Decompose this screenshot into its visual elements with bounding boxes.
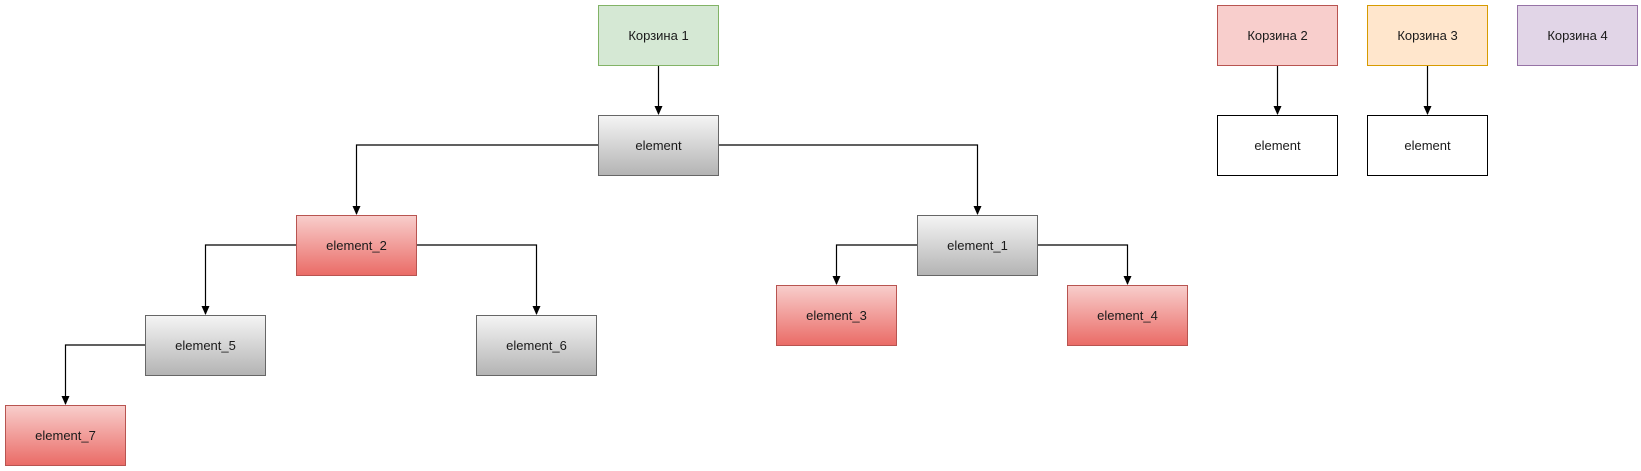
node-box	[917, 215, 1038, 276]
node-korzina3: Корзина 3	[1367, 5, 1488, 66]
node-box	[1367, 5, 1488, 66]
node-box	[5, 405, 126, 466]
edge-element-2-to-element-6	[416, 244, 541, 315]
node-element-3: element_3	[776, 285, 897, 346]
node-box	[145, 315, 266, 376]
edge-element-root-to-element-2	[352, 144, 599, 215]
node-box	[776, 285, 897, 346]
node-element-k3: element	[1367, 115, 1488, 176]
node-label: element	[1254, 138, 1301, 153]
node-box	[1217, 5, 1338, 66]
node-element-6: element_6	[476, 315, 597, 376]
node-box	[1067, 285, 1188, 346]
node-element-2: element_2	[296, 215, 417, 276]
node-box	[476, 315, 597, 376]
edge-element-1-to-element-3	[832, 244, 918, 285]
node-element-4: element_4	[1067, 285, 1188, 346]
node-element-1: element_1	[917, 215, 1038, 276]
node-label: element_1	[947, 238, 1008, 253]
node-label: Корзина 3	[1397, 28, 1457, 43]
node-label: element_3	[806, 308, 867, 323]
node-box	[1217, 115, 1338, 176]
node-element-5: element_5	[145, 315, 266, 376]
node-element-root: element	[598, 115, 719, 176]
node-box	[598, 5, 719, 66]
node-element-7: element_7	[5, 405, 126, 466]
node-label: element_4	[1097, 308, 1158, 323]
node-label: Корзина 2	[1247, 28, 1307, 43]
node-box	[598, 115, 719, 176]
node-korzina1: Корзина 1	[598, 5, 719, 66]
edge-element-5-to-element-7	[61, 344, 146, 405]
node-label: Корзина 4	[1547, 28, 1607, 43]
node-label: element	[635, 138, 682, 153]
node-box	[1517, 5, 1638, 66]
node-korzina2: Корзина 2	[1217, 5, 1338, 66]
node-box	[1367, 115, 1488, 176]
node-label: element_2	[326, 238, 387, 253]
edge-element-1-to-element-4	[1037, 244, 1132, 285]
edge-element-2-to-element-5	[201, 244, 297, 315]
node-label: element_7	[35, 428, 96, 443]
edges-layer	[61, 65, 1432, 405]
node-label: Корзина 1	[628, 28, 688, 43]
node-box	[296, 215, 417, 276]
nodes-layer: Корзина 1 Корзина 2 Корзина 3 Корзина 4 elem…	[5, 5, 1638, 466]
node-label: element	[1404, 138, 1451, 153]
edge-element-root-to-element-1	[718, 144, 982, 215]
node-korzina4: Корзина 4	[1517, 5, 1638, 66]
node-label: element_6	[506, 338, 567, 353]
node-element-k2: element	[1217, 115, 1338, 176]
node-label: element_5	[175, 338, 236, 353]
